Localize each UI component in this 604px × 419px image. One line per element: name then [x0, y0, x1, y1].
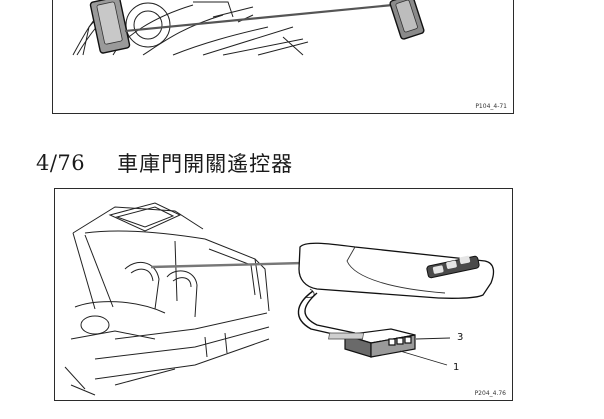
- figure-top-frame: P104_4-71: [52, 0, 514, 114]
- figure-bottom-frame: 3 1 P204_4.76: [54, 188, 513, 401]
- callout-label-3: 3: [457, 332, 464, 343]
- callout-label-1: 1: [453, 362, 460, 373]
- figure-bottom-illustration: [64, 202, 495, 396]
- figure-top-illustration: [72, 0, 425, 56]
- section-title: 車庫門開關遙控器: [117, 152, 294, 176]
- section-heading: 4/76 車庫門開關遙控器: [36, 148, 293, 178]
- figure-top-code: P104_4-71: [475, 103, 507, 110]
- figure-bottom-code: P204_4.76: [474, 390, 506, 397]
- section-number: 4/76: [36, 151, 86, 175]
